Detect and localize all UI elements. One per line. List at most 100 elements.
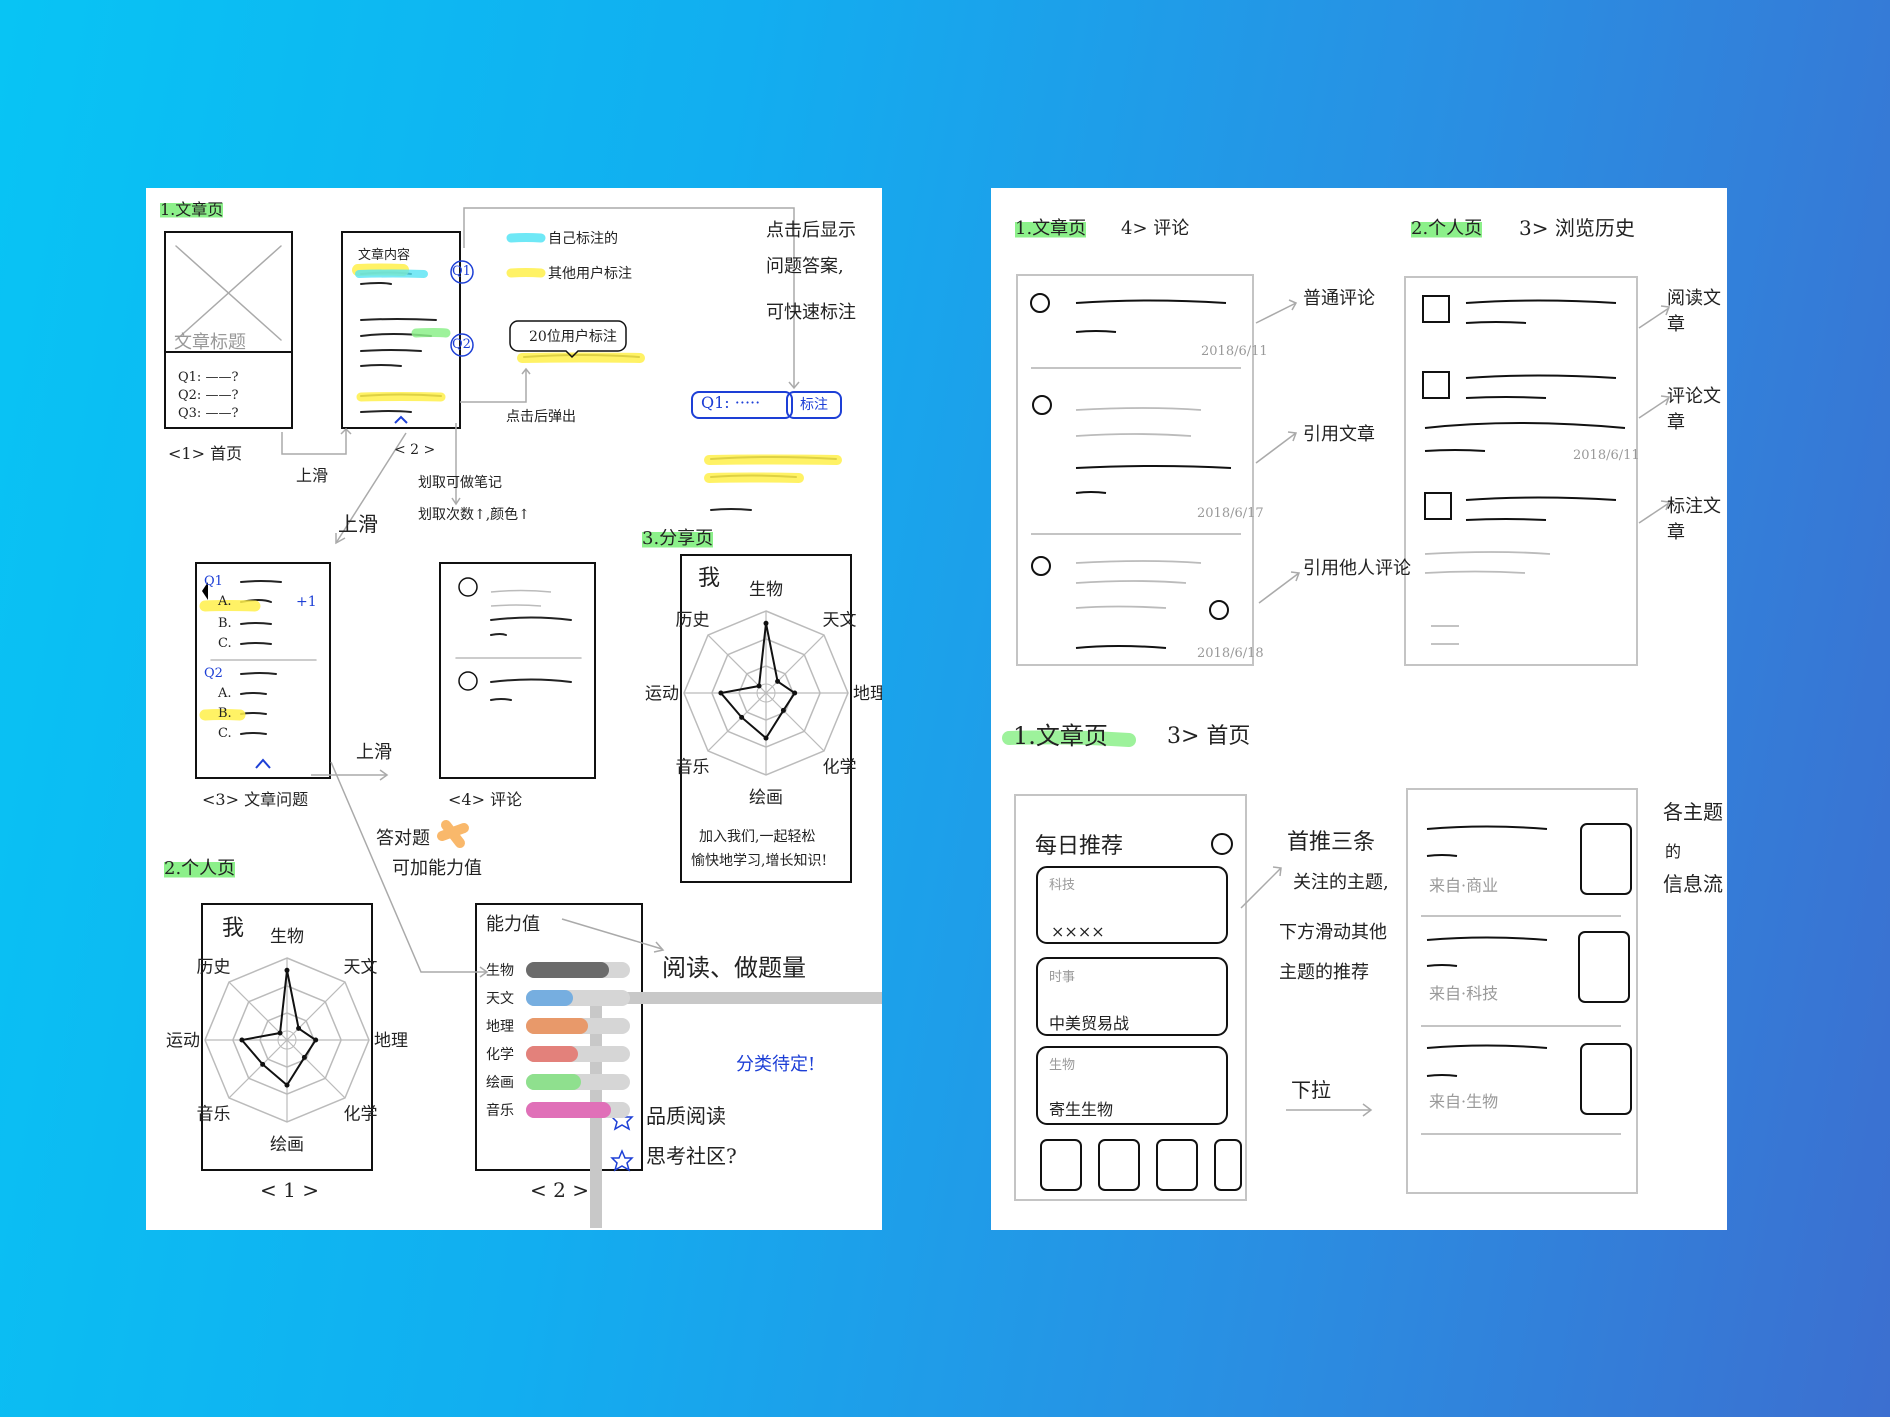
- home-caption: <1> 首页: [168, 444, 243, 463]
- home-note-3: 下方滑动其他: [1279, 922, 1387, 943]
- card-1-text[interactable]: ××××: [1051, 922, 1105, 941]
- radar-axis: [228, 981, 288, 1041]
- ability-label: 音乐: [486, 1103, 514, 1119]
- radar-shape: [240, 970, 318, 1087]
- comment-list-frame: [1016, 274, 1254, 666]
- todo-item-2: 思考社区?: [646, 1144, 737, 1168]
- ability-title: 能力值: [486, 914, 540, 935]
- quiz-screen-frame: [195, 562, 331, 779]
- radar-point: [775, 678, 781, 684]
- answer-note-2: 可加能力值: [392, 858, 482, 879]
- article-section-title: 1.文章页: [160, 196, 224, 220]
- annotate-tag-label: 标注: [800, 397, 828, 413]
- home-screen-frame-right: [1014, 794, 1247, 1201]
- question-tag-text: Q1: ·····: [701, 393, 761, 412]
- reading-note: 阅读、做题量: [662, 954, 806, 982]
- card-3-tag: 生物: [1049, 1058, 1076, 1073]
- ability-bar-fill: [526, 962, 610, 978]
- ability-bar-track: [526, 1046, 630, 1062]
- ability-label: 生物: [486, 963, 514, 979]
- ability-caption: < 2 >: [530, 1178, 589, 1202]
- right-sheet-drawing: [1002, 274, 1671, 1201]
- home-article-title: 文章标题: [174, 332, 246, 353]
- radar-label: 音乐: [675, 758, 709, 778]
- personal-me-label: 我: [222, 916, 245, 941]
- article-content-label: 文章内容: [358, 248, 411, 263]
- quiz-q2-option-b[interactable]: B.: [218, 706, 232, 721]
- radar-point: [301, 1054, 307, 1060]
- quiz-option-c[interactable]: C.: [218, 636, 232, 651]
- right-article-header: 1.文章页: [1015, 214, 1087, 240]
- ability-label: 天文: [486, 991, 514, 1007]
- ability-bar-fill: [526, 1018, 589, 1034]
- radar-label: 运动: [645, 684, 679, 704]
- q2-badge[interactable]: Q2: [452, 337, 471, 352]
- radar-point: [718, 690, 724, 696]
- ability-bar-fill: [526, 1102, 612, 1118]
- radar-label: 生物: [749, 580, 783, 600]
- right-sketch-sheet: 1.文章页 4> 评论 2.个人页 3> 浏览历史 2018/6/11 2018…: [991, 188, 1727, 1230]
- ability-screen-frame: [475, 903, 643, 1171]
- radar-point: [313, 1037, 319, 1043]
- swipe-up-label: 上滑: [296, 466, 329, 485]
- comment-date-2: 2018/6/17: [1197, 506, 1264, 521]
- note-annotate-article: 标注文章: [1667, 496, 1721, 543]
- left-sketch-sheet: 生物天文地理化学绘画音乐运动历史 生物天文地理化学绘画音乐运动历史 1.文章页 …: [146, 188, 882, 1230]
- history-list-frame: [1404, 276, 1638, 666]
- feed-screen-frame: [1406, 788, 1638, 1194]
- radar-point: [763, 735, 769, 741]
- radar-label: 天文: [344, 957, 378, 977]
- annotate-tag-button[interactable]: [786, 391, 842, 419]
- feed-tag-3: 来自·生物: [1429, 1092, 1499, 1111]
- radar-label: 运动: [166, 1031, 200, 1051]
- ability-bar-track: [526, 1102, 630, 1118]
- radar-point: [296, 1025, 302, 1031]
- daily-recommend-label: 每日推荐: [1035, 834, 1124, 859]
- note-quote-comment: 引用他人评论: [1303, 558, 1411, 579]
- card-3-text[interactable]: 寄生生物: [1049, 1100, 1114, 1119]
- share-section-title: 3.分享页: [642, 524, 714, 550]
- radar-axis: [286, 1039, 346, 1099]
- pull-down-label: 下拉: [1291, 1078, 1331, 1102]
- after-click-note-3: 可快速标注: [766, 302, 856, 323]
- quiz-plus-one: +1: [296, 594, 317, 610]
- share-slogan-1: 加入我们,一起轻松: [699, 829, 816, 845]
- radar-point: [277, 1030, 283, 1036]
- right-personal-header: 2.个人页: [1411, 214, 1483, 240]
- user-count-bubble: [509, 320, 627, 359]
- personal-caption: < 1 >: [260, 1178, 319, 1202]
- screen2-caption: < 2 >: [394, 442, 436, 458]
- radar-axis: [707, 692, 767, 752]
- right-home-header: 1.文章页: [1013, 722, 1108, 750]
- note-comment-article: 评论文章: [1667, 386, 1721, 433]
- after-click-note-1: 点击后显示: [766, 220, 856, 241]
- question-tag[interactable]: [691, 391, 793, 419]
- radar-label: 地理: [853, 684, 882, 704]
- feed-note-1: 各主题: [1663, 800, 1723, 824]
- feed-tag-1: 来自·商业: [1429, 876, 1499, 895]
- radar-point: [792, 690, 798, 696]
- radar-axis: [765, 634, 825, 694]
- todo-title: 分类待定!: [736, 1054, 816, 1075]
- note-normal-comment: 普通评论: [1303, 288, 1375, 309]
- radar-point: [260, 1061, 266, 1067]
- quiz-q2-option-a[interactable]: A.: [218, 686, 232, 701]
- card-1-tag: 科技: [1049, 878, 1076, 893]
- personal-screen-frame: [201, 903, 373, 1171]
- card-2-text[interactable]: 中美贸易战: [1049, 1014, 1130, 1033]
- radar-point: [756, 683, 762, 689]
- right-personal-header-sub: 3> 浏览历史: [1519, 216, 1635, 240]
- radar-label: 历史: [675, 610, 709, 630]
- article-screen-frame: [341, 231, 461, 429]
- card-2-tag: 时事: [1049, 970, 1076, 985]
- ability-label: 绘画: [486, 1075, 514, 1091]
- comment-date-1: 2018/6/11: [1201, 344, 1268, 359]
- quiz-q2-option-c[interactable]: C.: [218, 726, 232, 741]
- ability-bar-fill: [526, 1074, 582, 1090]
- radar-label: 绘画: [749, 788, 783, 808]
- q1-badge[interactable]: Q1: [452, 264, 471, 279]
- after-click-note-2: 问题答案,: [766, 256, 844, 277]
- quiz-option-a[interactable]: A.: [218, 594, 232, 609]
- quiz-option-b[interactable]: B.: [218, 616, 232, 631]
